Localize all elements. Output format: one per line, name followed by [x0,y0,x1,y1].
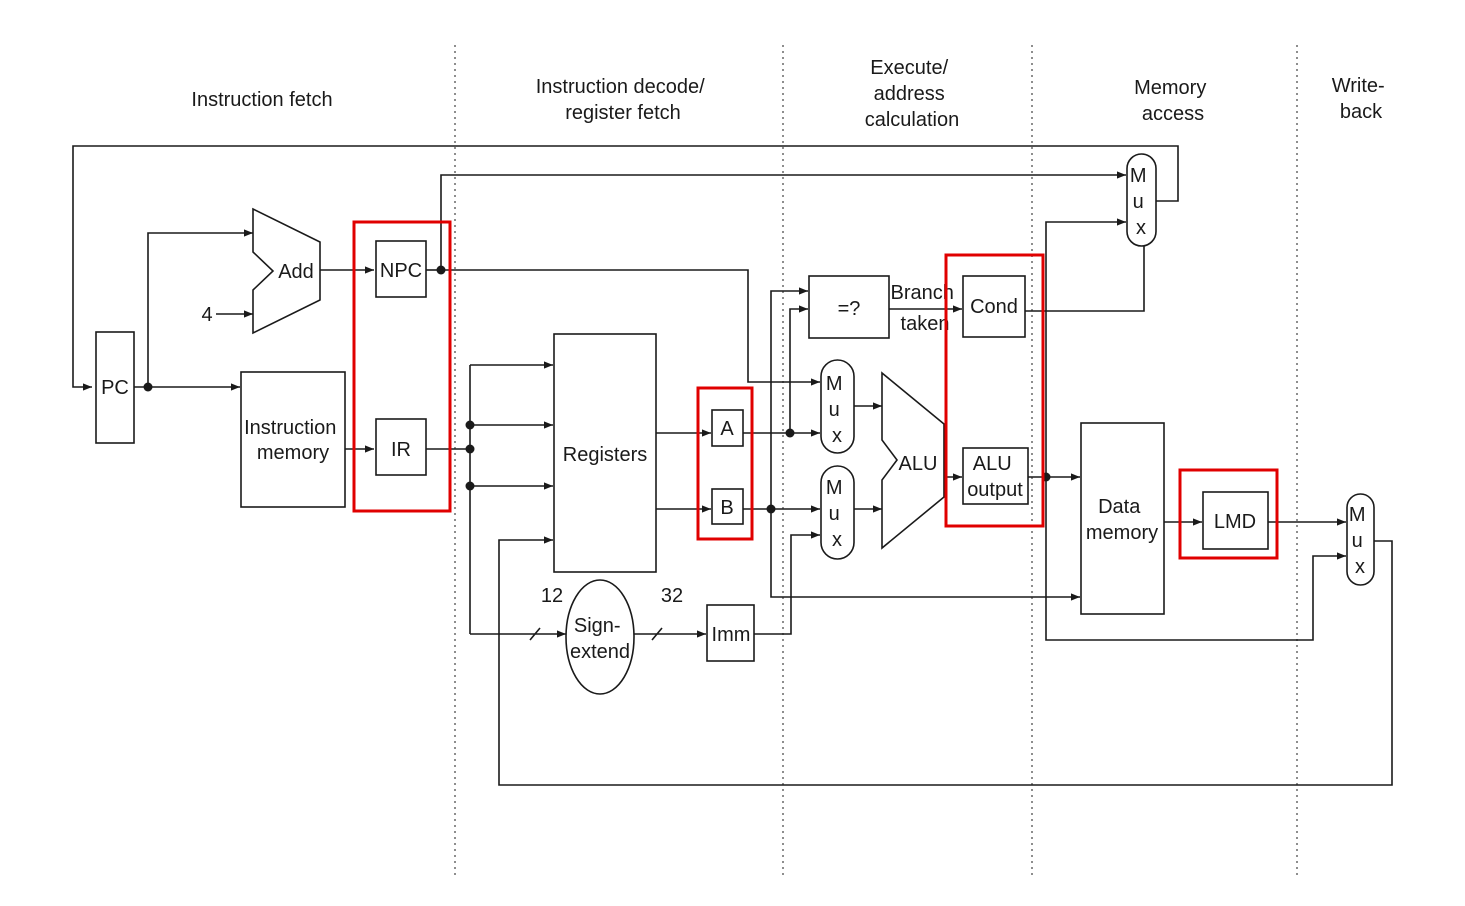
alu-input-mux-bottom: M u x [820,465,855,560]
bus-slash-12 [529,627,541,641]
add-label: Add [278,261,314,283]
stage-titles: Instruction fetch Instruction decode/ re… [191,57,1391,131]
branch-taken-label: Branch taken [891,282,960,335]
imm-register: Imm [706,604,755,662]
b-label: B [720,497,733,519]
zero-compare: =? [808,275,890,339]
alu-mux-bottom-label: M u x [826,477,848,551]
wire-writeback [498,536,1393,786]
writeback-mux-label: M u x [1349,504,1371,578]
lmd-register: LMD [1202,491,1269,550]
sign-extend-unit: Sign- extend [565,579,635,695]
data-memory-label: Data memory [1086,496,1158,544]
bit-width-12: 12 [541,585,563,607]
alu-output-register: ALU output [962,447,1029,505]
wire-imm-to-exmux [754,531,820,635]
wire-b-to-compare [770,287,808,509]
junctions [143,265,1051,514]
alu-output-label: ALU output [967,453,1023,501]
pc-mux-label: M u x [1130,165,1152,239]
wire-npc-to-exmux [441,269,820,386]
wire-a-to-compare [789,305,808,433]
pc-register: PC [95,331,135,444]
wire-pc-to-add [147,229,253,387]
instruction-memory-label: Instruction memory [244,417,342,464]
highlight-if-id [352,220,452,513]
wire-mux-to-pc [72,145,1179,391]
registers-label: Registers [563,444,647,466]
alu-unit: ALU [881,371,945,550]
data-memory: Data memory [1080,422,1165,615]
sign-extend-label: Sign- extend [570,615,630,663]
stage-title-execute: Execute/ address calculation [865,57,960,131]
junction-ir-3 [465,481,475,491]
wire-npc-to-mux [440,171,1126,270]
wire-aluout-to-wbmux [1045,477,1346,641]
adder: Add [252,207,321,335]
wire-cond-to-mux [1025,246,1145,312]
cond-label: Cond [970,296,1018,318]
stage-dividers [454,45,1298,875]
junction-b [766,504,776,514]
wire-b-to-dmem [770,509,1080,601]
register-file: Registers [553,333,657,573]
alu-label: ALU [899,453,938,475]
junction-npc [436,265,446,275]
junction-ir-2 [465,444,475,454]
npc-label: NPC [380,260,422,282]
pipeline-register-highlights [352,220,1279,560]
instruction-memory: Instruction memory [240,371,346,508]
a-register: A [711,409,744,447]
lmd-label: LMD [1214,511,1256,533]
constant-four: 4 [201,304,212,326]
pc-label: PC [101,377,129,399]
compare-label: =? [838,298,861,320]
alu-mux-top-label: M u x [826,373,848,447]
junction-a [785,428,795,438]
junction-pc [143,382,153,392]
alu-input-mux-top: M u x [820,359,855,454]
stage-title-memory: Memory access [1134,77,1212,125]
pc-select-mux: M u x [1126,153,1157,247]
stage-title-writeback: Write- back [1332,75,1391,123]
highlight-ex-mem [944,253,1045,528]
ir-register: IR [375,418,427,476]
highlight-id-ex [696,386,754,541]
stage-title-fetch: Instruction fetch [191,89,332,111]
bus-slash-32 [651,627,663,641]
npc-register: NPC [375,240,427,298]
stage-title-decode: Instruction decode/ register fetch [536,76,711,124]
b-register: B [711,488,744,525]
junction-ir-1 [465,420,475,430]
cond-register: Cond [962,275,1026,338]
ir-label: IR [391,439,411,461]
imm-label: Imm [712,624,751,646]
writeback-mux: M u x [1346,493,1375,586]
bit-width-32: 32 [661,585,683,607]
wire-aluout-to-mux [1045,218,1126,477]
highlight-mem-wb [1178,468,1279,560]
a-label: A [720,418,734,440]
